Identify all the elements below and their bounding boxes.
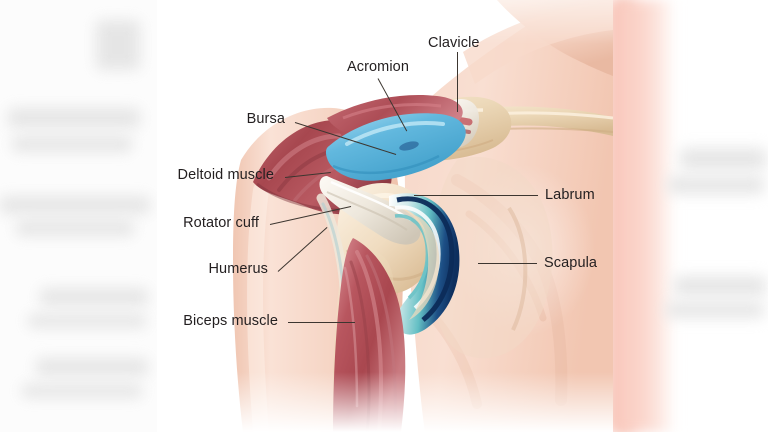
label-deltoid-muscle: Deltoid muscle <box>177 167 274 183</box>
background-blur-right <box>608 0 768 432</box>
label-biceps-muscle: Biceps muscle <box>183 313 278 329</box>
shoulder-anatomy-illustration <box>157 0 613 432</box>
blurred-text-line <box>0 196 150 214</box>
label-bursa: Bursa <box>246 111 285 127</box>
label-acromion: Acromion <box>346 59 409 75</box>
leader-line-scapula <box>478 263 537 264</box>
blurred-text-line <box>28 314 146 328</box>
label-labrum: Labrum <box>545 187 595 203</box>
bursa-shape <box>325 113 466 181</box>
leader-line-clavicle <box>457 52 458 112</box>
blurred-text-line <box>680 148 766 170</box>
blurred-text-line <box>36 358 148 376</box>
leader-line-biceps-muscle <box>288 322 355 323</box>
background-pink-strip <box>615 0 675 432</box>
label-clavicle: Clavicle <box>428 35 480 51</box>
blurred-text-line <box>666 302 764 318</box>
blurred-text-line <box>40 288 148 306</box>
blurred-text-line <box>96 20 140 70</box>
blurred-text-line <box>16 220 134 236</box>
illustration-panel <box>157 0 613 432</box>
label-humerus: Humerus <box>208 261 268 277</box>
background-blur-left <box>0 0 160 432</box>
blurred-text-line <box>668 176 764 194</box>
blurred-text-line <box>12 136 132 152</box>
blurred-text-line <box>22 384 142 398</box>
blurred-text-line <box>674 276 766 296</box>
label-scapula: Scapula <box>544 255 598 271</box>
leader-line-labrum <box>414 195 538 196</box>
label-rotator-cuff: Rotator cuff <box>183 215 259 231</box>
blurred-text-line <box>8 108 140 128</box>
